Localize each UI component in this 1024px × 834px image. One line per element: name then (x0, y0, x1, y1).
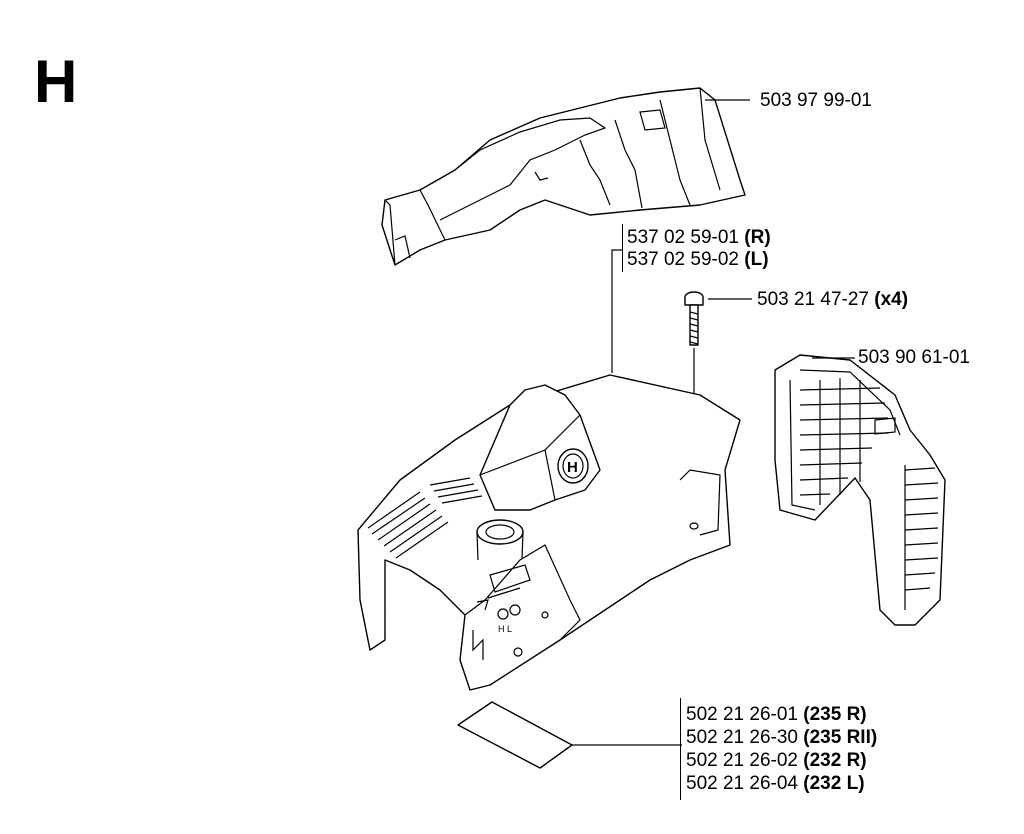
air-grille-part[interactable] (774, 354, 946, 626)
label-decal-1: 502 21 26-01 (235 R) (686, 704, 867, 725)
label-decal-4: 502 21 26-04 (232 L) (686, 773, 865, 794)
bracket-cylinder-cover (622, 224, 623, 272)
logo-emblem-text: H (567, 459, 578, 476)
cover-vent-slots (367, 477, 483, 559)
label-decal-2: 502 21 26-30 (235 RII) (686, 727, 878, 748)
label-cylinder-cover-l: 537 02 59-02 (L) (627, 249, 769, 270)
label-air-grille: 503 90 61-01 (858, 347, 970, 368)
hl-mark-text: H L (498, 624, 512, 634)
section-letter: H (34, 48, 78, 115)
top-cover-number: 503 97 99-01 (760, 90, 872, 111)
cylinder-cover-part[interactable]: H H L (357, 374, 741, 691)
label-cylinder-cover-r: 537 02 59-01 (R) (627, 227, 771, 248)
label-top-cover: 503 97 99-01 (760, 90, 872, 112)
leader-cylinder-cover (611, 249, 622, 373)
top-cover-part[interactable] (381, 87, 746, 266)
bracket-decal (680, 698, 681, 800)
label-decal-3: 502 21 26-02 (232 R) (686, 750, 867, 771)
decal-part[interactable] (457, 701, 573, 769)
grille-slats (799, 378, 889, 505)
grille-side-fins (904, 465, 939, 610)
label-screw: 503 21 47-27 (x4) (757, 289, 909, 310)
screw-part[interactable] (684, 291, 704, 346)
